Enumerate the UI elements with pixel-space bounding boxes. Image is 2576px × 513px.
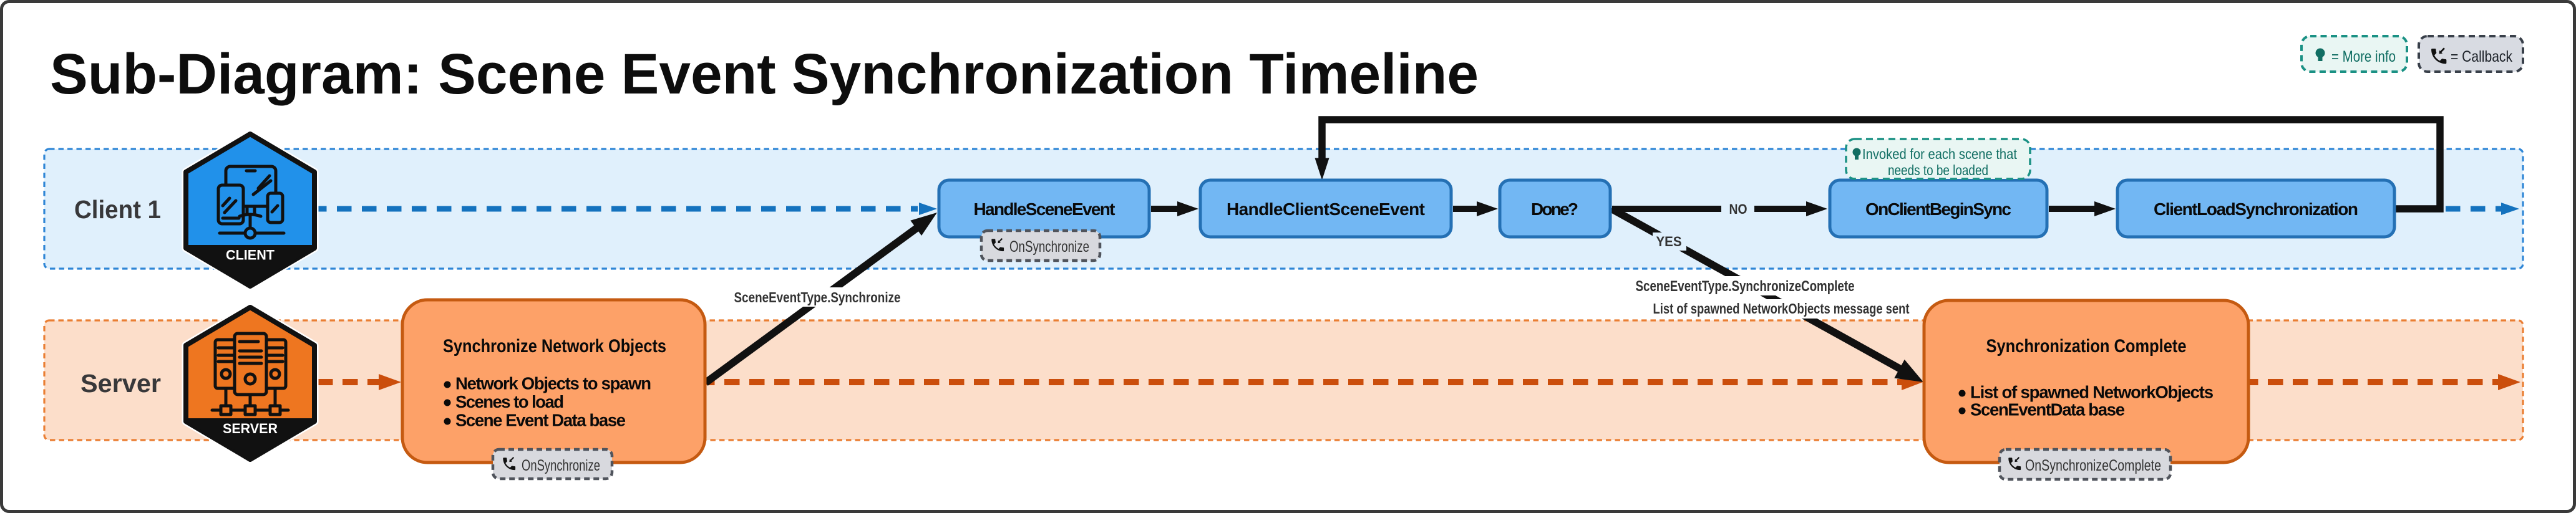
svg-text:SceneEventType.Synchronize: SceneEventType.Synchronize <box>734 289 901 305</box>
svg-text:needs to be loaded: needs to be loaded <box>1888 162 1988 178</box>
svg-text:List of spawned NetworkObjects: List of spawned NetworkObjects <box>1970 383 2214 402</box>
svg-text:CLIENT: CLIENT <box>226 247 275 263</box>
svg-text:Sub-Diagram: Scene Event Synch: Sub-Diagram: Scene Event Synchronization… <box>50 42 1479 106</box>
svg-text:Scenes to load: Scenes to load <box>455 392 564 411</box>
svg-text:Client 1: Client 1 <box>74 195 161 224</box>
svg-text:NO: NO <box>1729 201 1747 217</box>
svg-text:HandleClientSceneEvent: HandleClientSceneEvent <box>1227 199 1425 219</box>
svg-text:OnSynchronizeComplete: OnSynchronizeComplete <box>2025 457 2161 474</box>
svg-text:= Callback: = Callback <box>2451 48 2512 65</box>
svg-text:SceneEventType.SynchronizeComp: SceneEventType.SynchronizeComplete <box>1636 278 1855 295</box>
svg-text:Server: Server <box>80 369 161 398</box>
svg-text:Done?: Done? <box>1531 199 1578 219</box>
svg-text:Synchronize Network Objects: Synchronize Network Objects <box>443 336 666 357</box>
svg-text:OnClientBeginSync: OnClientBeginSync <box>1865 199 2011 219</box>
svg-text:Scene Event Data base: Scene Event Data base <box>455 411 626 430</box>
svg-text:SERVER: SERVER <box>223 421 278 436</box>
svg-text:= More info: = More info <box>2331 48 2396 65</box>
svg-text:OnSynchronize: OnSynchronize <box>1009 238 1089 256</box>
svg-text:ClientLoadSynchronization: ClientLoadSynchronization <box>2154 199 2358 219</box>
svg-text:Network Objects to spawn: Network Objects to spawn <box>455 374 651 393</box>
svg-text:Invoked for each scene that: Invoked for each scene that <box>1862 146 2018 162</box>
svg-text:YES: YES <box>1656 234 1682 249</box>
svg-text:OnSynchronize: OnSynchronize <box>522 457 600 474</box>
svg-text:ScenEventData base: ScenEventData base <box>1970 400 2125 420</box>
svg-text:Synchronization Complete: Synchronization Complete <box>1986 336 2187 357</box>
svg-text:HandleSceneEvent: HandleSceneEvent <box>974 199 1115 219</box>
svg-text:List of spawned NetworkObjects: List of spawned NetworkObjects message s… <box>1653 300 1910 317</box>
